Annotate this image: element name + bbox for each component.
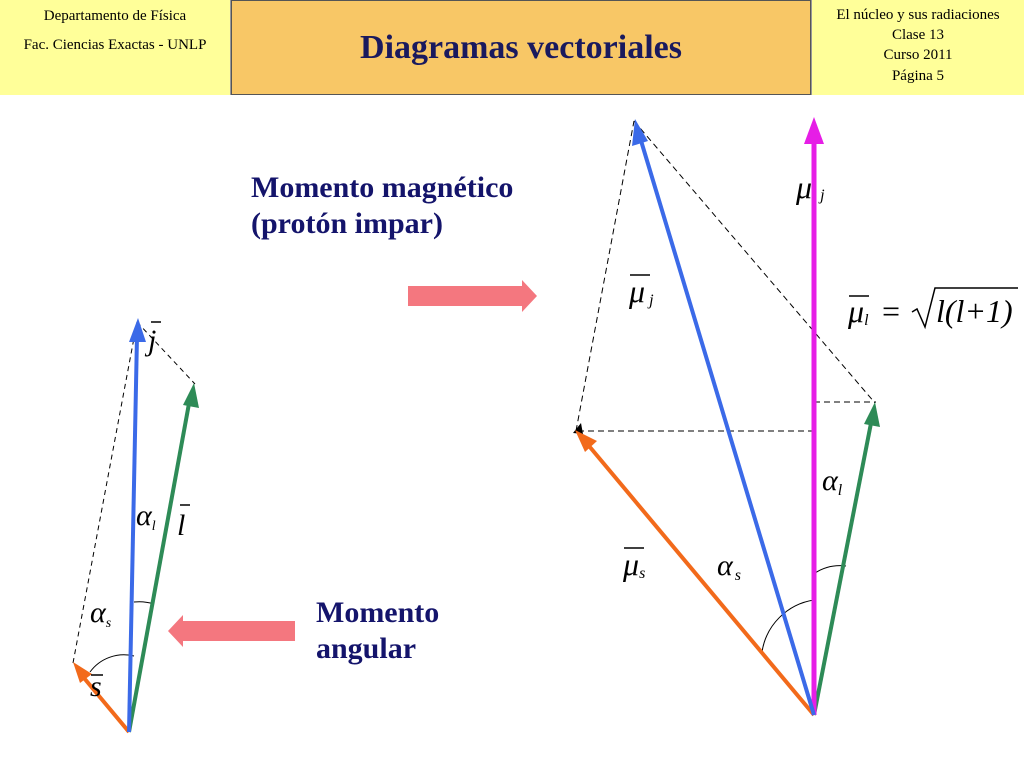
course-name: El núcleo y sus radiaciones <box>836 7 1000 23</box>
parallelogram-dashed-top <box>136 321 196 385</box>
l-symbol-left: l <box>177 509 185 542</box>
formula-rhs: l(l+1) <box>936 293 1013 329</box>
mu-s-label: μs <box>622 546 645 582</box>
class-number: Clase 13 <box>891 27 945 43</box>
page-number: Página 5 <box>891 68 945 84</box>
j-symbol-left: j <box>144 324 156 357</box>
header-left-panel: Departamento de Física Fac. Ciencias Exa… <box>0 0 231 95</box>
vector-l <box>127 397 192 733</box>
vector-mu-s-head <box>575 430 597 452</box>
dashed-top-to-mul <box>633 120 876 404</box>
right-block-arrow <box>408 280 537 312</box>
vector-mu-s <box>582 438 816 717</box>
left-block-arrow <box>168 615 295 647</box>
sqrt-sign <box>911 287 1018 330</box>
header-right-panel: El núcleo y sus radiaciones Clase 13 Cur… <box>811 0 1024 95</box>
vector-s <box>77 670 131 734</box>
department-label: Departamento de Física <box>43 8 187 24</box>
formula-equals: = <box>882 293 900 329</box>
magnetic-moment-line2: (protón impar) <box>251 207 443 240</box>
angular-momentum-line1: Momento <box>316 596 440 629</box>
magnetic-moment-line1: Momento magnético <box>251 171 514 204</box>
vector-j <box>127 335 139 733</box>
vector-mu-j-projection-head <box>804 117 824 144</box>
vector-j-head <box>129 318 146 342</box>
angular-momentum-diagram: j l s αl αs <box>72 318 199 734</box>
dashed-arrowhead-left <box>573 423 583 434</box>
angular-momentum-line2: angular <box>316 632 417 665</box>
alpha-s-symbol-left: αs <box>90 596 112 631</box>
vector-mu-j-head <box>632 119 648 146</box>
dashed-mus-to-top <box>575 120 635 432</box>
vector-s-head <box>73 662 92 683</box>
vector-mu-l <box>812 417 874 716</box>
vector-mu-j <box>637 133 816 716</box>
course-year: Curso 2011 <box>883 47 953 63</box>
page-title: Diagramas vectoriales <box>360 29 682 66</box>
alpha-l-symbol-left: αl <box>136 499 156 534</box>
header-title-panel: Diagramas vectoriales <box>231 0 811 95</box>
angular-momentum-label: Momento angular <box>316 595 439 667</box>
faculty-label: Fac. Ciencias Exactas - UNLP <box>23 37 207 53</box>
alpha-l-label-right: αl <box>822 464 843 499</box>
parallelogram-dashed-left <box>72 321 138 664</box>
mu-l-label: μl <box>847 293 869 329</box>
vector-mu-l-head <box>864 402 880 427</box>
vector-l-head <box>183 383 199 408</box>
magnetic-moment-label: Momento magnético (protón impar) <box>251 170 513 242</box>
s-symbol-left: s <box>90 670 102 703</box>
alpha-s-arc-right <box>761 599 815 653</box>
